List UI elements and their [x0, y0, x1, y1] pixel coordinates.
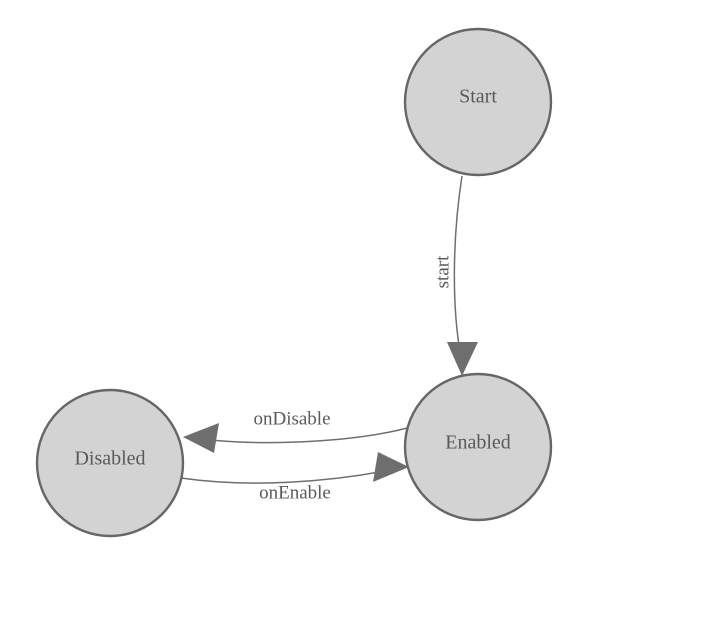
edge-enabled-to-disabled[interactable]: onDisable: [183, 408, 412, 453]
edge-disabled-to-enabled-path: [180, 469, 391, 484]
edge-start-to-enabled[interactable]: start: [432, 175, 478, 376]
state-node-enabled[interactable]: Enabled: [403, 372, 553, 522]
state-node-enabled-circle: [403, 372, 553, 522]
state-node-disabled[interactable]: Disabled: [35, 388, 185, 538]
edge-enabled-to-disabled-path: [200, 426, 412, 444]
edge-enabled-to-disabled-arrowhead: [183, 423, 219, 453]
edge-disabled-to-enabled-arrowhead: [373, 452, 409, 482]
edge-label-on-enable: onEnable: [259, 482, 331, 503]
state-node-disabled-circle: [35, 388, 185, 538]
state-node-start[interactable]: Start: [403, 27, 553, 177]
state-node-disabled-label: Disabled: [74, 448, 145, 470]
state-node-start-circle: [403, 27, 553, 177]
edge-disabled-to-enabled[interactable]: onEnable: [180, 452, 409, 503]
edge-start-to-enabled-arrowhead: [447, 342, 478, 376]
state-node-start-label: Start: [459, 86, 497, 108]
state-node-enabled-label: Enabled: [445, 432, 511, 454]
edge-start-to-enabled-path: [453, 175, 463, 358]
edge-label-on-disable: onDisable: [253, 408, 330, 429]
edge-label-start: start: [432, 255, 453, 288]
